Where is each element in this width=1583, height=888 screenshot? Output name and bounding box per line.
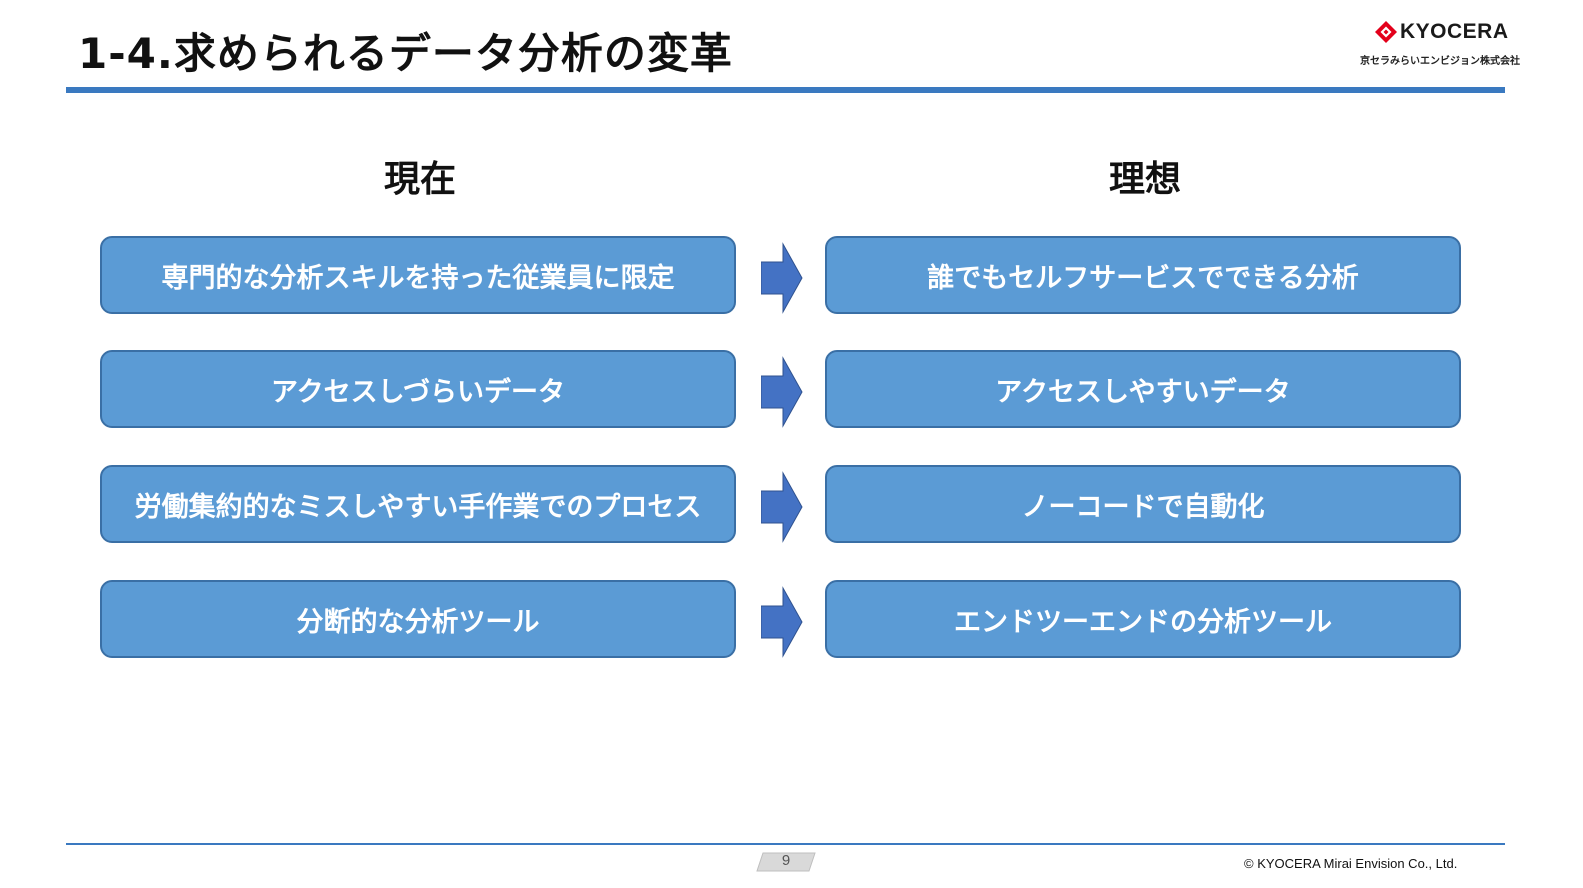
page-number-badge: 9 (755, 851, 817, 873)
ideal-box-2: アクセスしやすいデータ (825, 350, 1461, 428)
page-number-shape (756, 852, 816, 872)
ideal-box-3: ノーコードで自動化 (825, 465, 1461, 543)
ideal-label-1: 誰でもセルフサービスでできる分析 (927, 262, 1359, 294)
current-label-2: アクセスしづらいデータ (270, 376, 566, 408)
current-label-4: 分断的な分析ツール (296, 606, 540, 638)
kyocera-mark-icon (1375, 21, 1397, 43)
logo-wordmark: KYOCERA (1400, 20, 1509, 43)
right-arrow-icon (761, 356, 803, 428)
right-arrow-icon (761, 242, 803, 314)
page-number: 9 (781, 852, 791, 869)
current-box-2: アクセスしづらいデータ (100, 350, 736, 428)
current-label-3: 労働集約的なミスしやすい手作業でのプロセス (134, 491, 702, 523)
current-box-1: 専門的な分析スキルを持った従業員に限定 (100, 236, 736, 314)
slide-title: 1-4.求められるデータ分析の変革 (78, 29, 733, 78)
right-arrow-icon (761, 586, 803, 658)
ideal-label-2: アクセスしやすいデータ (995, 376, 1291, 408)
title-underline (66, 87, 1505, 93)
ideal-label-4: エンドツーエンドの分析ツール (954, 606, 1332, 638)
company-logo: KYOCERA 京セラみらいエンビジョン株式会社 (1360, 18, 1520, 68)
current-box-3: 労働集約的なミスしやすい手作業でのプロセス (100, 465, 736, 543)
right-arrow-icon (761, 471, 803, 543)
current-column-heading: 現在 (383, 159, 456, 200)
ideal-box-4: エンドツーエンドの分析ツール (825, 580, 1461, 658)
ideal-label-3: ノーコードで自動化 (1021, 491, 1265, 523)
logo-company-name: 京セラみらいエンビジョン株式会社 (1360, 56, 1520, 67)
current-box-4: 分断的な分析ツール (100, 580, 736, 658)
copyright-notice: © KYOCERA Mirai Envision Co., Ltd. (1244, 856, 1458, 871)
current-label-1: 専門的な分析スキルを持った従業員に限定 (161, 262, 675, 294)
footer-divider (66, 843, 1505, 845)
ideal-column-heading: 理想 (1108, 159, 1181, 200)
ideal-box-1: 誰でもセルフサービスでできる分析 (825, 236, 1461, 314)
